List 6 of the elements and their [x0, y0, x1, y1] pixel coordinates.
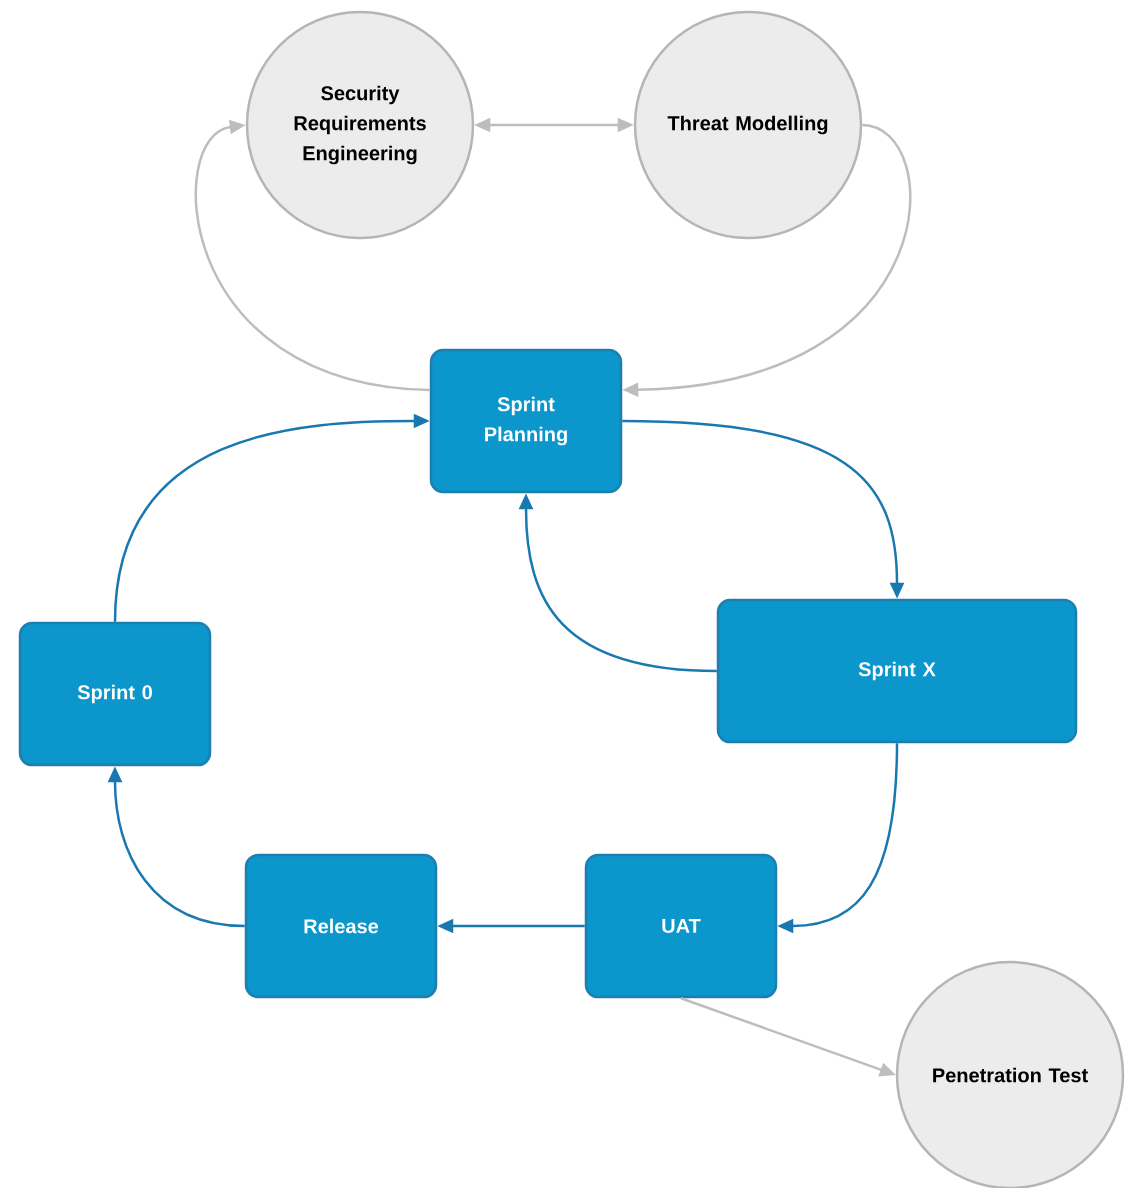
- process-box: UAT: [584, 853, 778, 999]
- process-box: Release: [244, 853, 438, 999]
- process-box: Sprint Planning: [429, 348, 623, 494]
- arrow: [194, 119, 430, 392]
- process-box: Sprint 0: [18, 621, 212, 767]
- process-box: Sprint X: [716, 598, 1078, 744]
